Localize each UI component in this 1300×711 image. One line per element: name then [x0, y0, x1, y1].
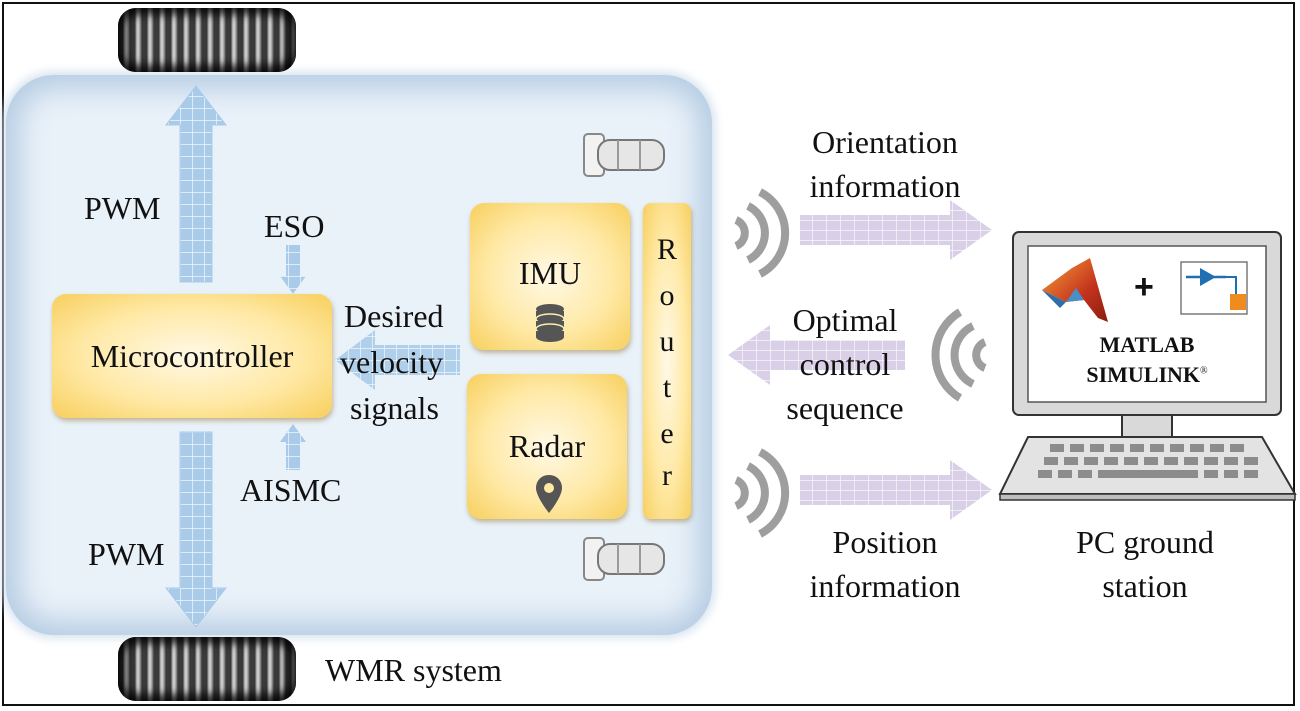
router-letter-o: o [659, 279, 675, 312]
eso-arrow [280, 245, 306, 294]
matlab-logo-icon [1042, 258, 1108, 322]
orientation-arrow [800, 200, 992, 260]
radar-label: Radar [508, 428, 586, 464]
pwm-bottom-label: PWM [88, 536, 165, 572]
desired-label-line1: Desired [344, 298, 444, 334]
desired-velocity-arrow [335, 330, 460, 390]
microcontroller-label: Microcontroller [90, 338, 294, 374]
router-letter-t: t [662, 371, 672, 404]
position-label-line1: Position [832, 524, 938, 560]
wheel-mount-icon [583, 537, 665, 581]
location-pin-icon [536, 475, 562, 513]
plus-sign: + [1134, 268, 1154, 306]
router-letter-e: e [660, 417, 674, 450]
router-box: R o u t e r [643, 203, 691, 519]
wheel-mount-icon [583, 133, 665, 177]
radar-box: Radar [467, 374, 627, 519]
pwm-up-arrow [164, 85, 228, 283]
top-tire-icon [118, 8, 296, 72]
position-arrow [800, 460, 992, 520]
pwm-down-arrow [164, 431, 228, 628]
wifi-signal-icon [734, 448, 790, 538]
optimal-label-line2: control [799, 346, 891, 382]
wifi-signal-icon [734, 188, 790, 278]
simulink-label: SIMULINK [1086, 362, 1201, 387]
optimal-label-line3: sequence [786, 390, 904, 426]
aismc-arrow [280, 424, 306, 470]
matlab-label: MATLAB [1099, 332, 1195, 357]
router-letter-r: R [656, 233, 677, 266]
optimal-label-line1: Optimal [792, 302, 898, 338]
router-letter-r2: r [662, 459, 672, 492]
simulink-label-wrap: SIMULINK® [1028, 362, 1266, 387]
eso-label: ESO [264, 208, 325, 244]
bottom-tire-icon [118, 637, 296, 701]
microcontroller-box: Microcontroller [52, 294, 332, 418]
router-letter-u: u [659, 325, 675, 358]
desired-label-line2: velocity [340, 344, 444, 380]
simulink-block-icon [1180, 261, 1248, 315]
wifi-signal-icon [931, 308, 987, 402]
imu-box: IMU [470, 203, 630, 350]
imu-label: IMU [518, 255, 582, 291]
wmr-system-label: WMR system [325, 652, 502, 688]
desired-label-line3: signals [350, 390, 439, 426]
position-label-line2: information [809, 568, 961, 604]
pc-label-line1: PC ground [1076, 524, 1214, 560]
aismc-label: AISMC [240, 472, 342, 508]
registered-mark: ® [1200, 365, 1208, 377]
optimal-control-arrow [728, 325, 905, 385]
orientation-label-line2: information [809, 168, 961, 204]
pwm-top-label: PWM [84, 190, 161, 226]
database-icon [535, 304, 565, 342]
pc-label-line2: station [1102, 568, 1188, 604]
orientation-label-line1: Orientation [812, 124, 958, 160]
